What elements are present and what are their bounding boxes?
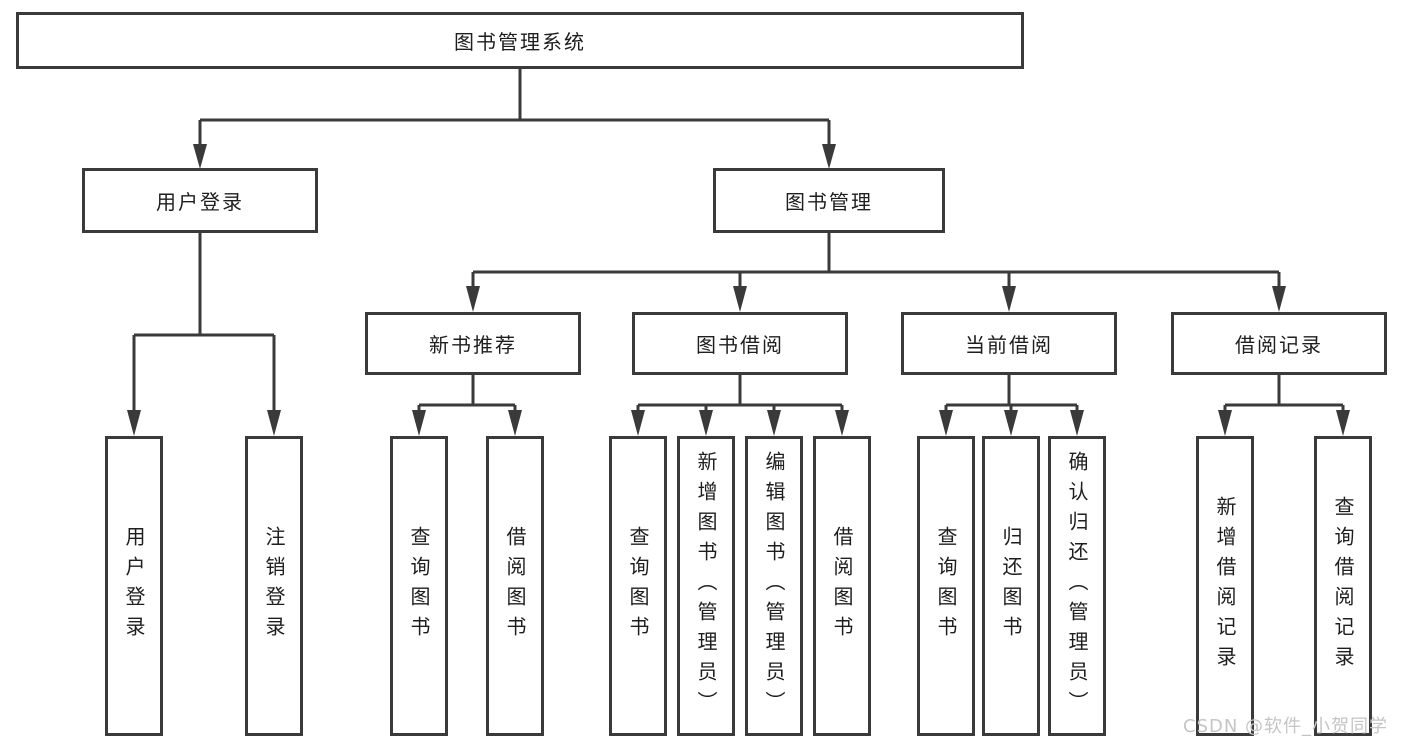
arrowheads-user-login-leaves — [127, 410, 281, 436]
node-user-login: 用户登录 — [82, 168, 318, 233]
leaf-add-books-admin: 新增图书（管理员） — [677, 436, 735, 736]
node-label: 图书管理系统 — [454, 30, 586, 54]
arrowheads-level3 — [466, 286, 1286, 312]
leaf-label: 查询借阅记录 — [1331, 496, 1355, 676]
leaf-logout: 注销登录 — [245, 436, 303, 736]
leaf-query-borrow-record: 查询借阅记录 — [1314, 436, 1372, 736]
leaf-add-borrow-record: 新增借阅记录 — [1196, 436, 1254, 736]
connector-root-to-level2 — [198, 69, 831, 146]
leaf-label: 归还图书 — [999, 526, 1023, 646]
connector-book-mgmt-to-level3 — [471, 233, 1281, 289]
leaf-user-login: 用户登录 — [105, 436, 163, 736]
leaf-return-books: 归还图书 — [982, 436, 1040, 736]
node-new-book-recommend: 新书推荐 — [365, 312, 581, 375]
leaf-confirm-return-admin: 确认归还（管理员） — [1048, 436, 1106, 736]
node-label: 新书推荐 — [429, 333, 517, 357]
node-library-management-system: 图书管理系统 — [16, 12, 1024, 69]
node-label: 用户登录 — [156, 190, 244, 214]
arrowheads-leaves — [412, 410, 1350, 436]
leaf-label: 新增借阅记录 — [1213, 496, 1237, 676]
leaf-label: 用户登录 — [122, 526, 146, 646]
leaf-query-books-borrow: 查询图书 — [609, 436, 667, 736]
leaf-label: 确认归还（管理员） — [1065, 451, 1089, 721]
leaf-label: 借阅图书 — [503, 526, 527, 646]
leaf-label: 编辑图书（管理员） — [762, 451, 786, 721]
node-book-management: 图书管理 — [713, 168, 945, 233]
connector-level3-to-leaves — [417, 375, 1345, 412]
leaf-borrow-books-recommend: 借阅图书 — [486, 436, 544, 736]
leaf-label: 借阅图书 — [830, 526, 854, 646]
node-label: 当前借阅 — [965, 333, 1053, 357]
node-book-borrowing: 图书借阅 — [632, 312, 848, 375]
leaf-edit-books-admin: 编辑图书（管理员） — [745, 436, 803, 736]
leaf-label: 注销登录 — [262, 526, 286, 646]
leaf-label: 查询图书 — [626, 526, 650, 646]
leaf-label: 新增图书（管理员） — [694, 451, 718, 721]
csdn-watermark: CSDN @软件_小贺同学 — [1183, 716, 1389, 737]
connector-user-login-to-leaves — [132, 233, 276, 412]
node-label: 借阅记录 — [1235, 333, 1323, 357]
leaf-query-books-current: 查询图书 — [917, 436, 975, 736]
leaf-borrow-books: 借阅图书 — [813, 436, 871, 736]
node-borrowing-records: 借阅记录 — [1171, 312, 1387, 375]
node-label: 图书管理 — [785, 190, 873, 214]
leaf-label: 查询图书 — [934, 526, 958, 646]
leaf-label: 查询图书 — [407, 526, 431, 646]
node-current-borrowing: 当前借阅 — [901, 312, 1117, 375]
leaf-query-books-recommend: 查询图书 — [390, 436, 448, 736]
arrowheads-level2 — [193, 144, 836, 169]
node-label: 图书借阅 — [696, 333, 784, 357]
